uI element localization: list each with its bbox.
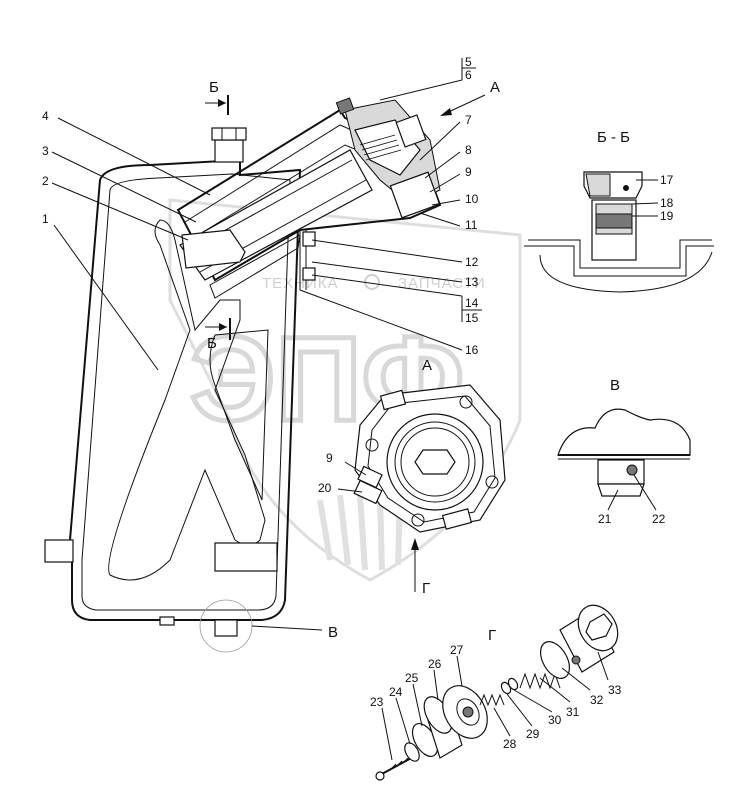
callout-22: 22 — [652, 512, 666, 526]
callout-21: 21 — [598, 512, 612, 526]
watermark-brand2: ЗАПЧАСТИ — [398, 275, 486, 292]
view-v: В 21 22 В — [251, 377, 691, 641]
callout-15: 15 — [465, 311, 479, 325]
section-marks: Б Б — [205, 79, 231, 352]
callout-19: 19 — [660, 209, 674, 223]
callout-6: 6 — [465, 68, 472, 82]
drain-plug — [214, 619, 238, 637]
callout-9: 9 — [465, 165, 472, 179]
callout-13: 13 — [465, 275, 479, 289]
callout-14: 14 — [465, 296, 479, 310]
view-arrow-a: А — [440, 79, 500, 116]
callout-10: 10 — [465, 192, 479, 206]
callout-23: 23 — [370, 695, 384, 709]
callout-17: 17 — [660, 173, 674, 187]
callout-9-view-a: 9 — [326, 451, 333, 465]
callout-29: 29 — [526, 727, 540, 741]
callout-1: 1 — [42, 212, 49, 226]
callout-25: 25 — [405, 671, 419, 685]
callout-7: 7 — [465, 113, 472, 127]
view-g-title: Г — [488, 627, 496, 644]
gear-icon — [364, 274, 380, 290]
filler-cap — [211, 127, 247, 141]
view-v-label: В — [328, 624, 338, 641]
callout-2: 2 — [42, 174, 49, 188]
view-v-title: В — [610, 377, 620, 394]
callout-31: 31 — [566, 705, 580, 719]
callout-11: 11 — [465, 218, 478, 232]
callout-20: 20 — [318, 481, 332, 495]
filler-neck — [214, 139, 244, 163]
view-g-label: Г — [422, 580, 430, 597]
view-a: А 9 20 Г — [318, 357, 506, 597]
callout-28: 28 — [503, 737, 517, 751]
callouts-main: 4 3 2 1 5 6 7 8 9 10 11 12 13 14 15 16 — [42, 55, 482, 371]
section-bb-title: Б - Б — [597, 129, 630, 146]
view-a-title: А — [422, 357, 432, 374]
arrow-a-label: А — [490, 79, 500, 96]
strap-band — [214, 542, 278, 572]
callout-18: 18 — [660, 196, 674, 210]
section-mark-bottom: Б — [207, 335, 217, 352]
sleeve-assembly — [176, 97, 442, 299]
callout-12: 12 — [465, 255, 479, 269]
callout-32: 32 — [590, 693, 604, 707]
side-spout — [44, 539, 74, 563]
callout-24: 24 — [389, 685, 403, 699]
callout-16: 16 — [465, 343, 479, 357]
callout-33: 33 — [608, 683, 622, 697]
view-g: Г 23 24 25 26 — [370, 604, 622, 781]
callout-27: 27 — [450, 643, 464, 657]
callout-8: 8 — [465, 143, 472, 157]
section-bb: Б - Б 17 18 19 — [524, 129, 714, 293]
tank — [44, 127, 302, 653]
callout-5: 5 — [465, 55, 472, 69]
callout-26: 26 — [428, 657, 442, 671]
section-mark-top: Б — [209, 79, 219, 96]
callout-3: 3 — [42, 144, 49, 158]
callout-4: 4 — [42, 109, 49, 123]
callout-30: 30 — [548, 713, 562, 727]
